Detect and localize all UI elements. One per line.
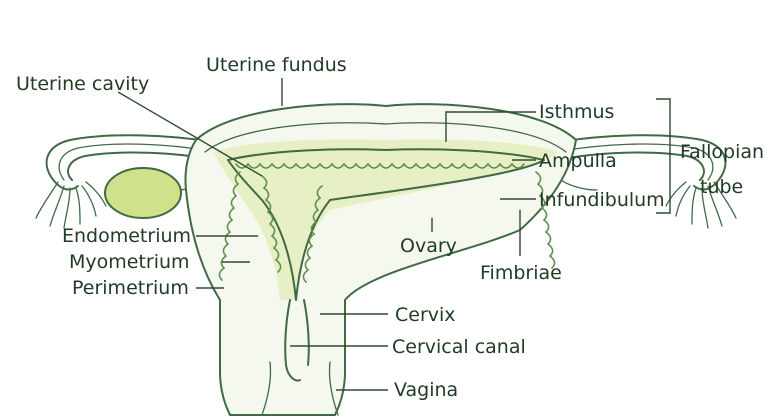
- label-uterine-fundus: Uterine fundus: [206, 54, 347, 76]
- label-fimbriae: Fimbriae: [480, 262, 562, 284]
- label-perimetrium: Perimetrium: [72, 277, 189, 299]
- left-fimbriae: [35, 181, 107, 229]
- left-ovary: [104, 167, 215, 219]
- label-uterine-cavity: Uterine cavity: [16, 73, 149, 95]
- label-infundibulum: Infundibulum: [539, 189, 665, 211]
- leader-lines: [117, 78, 671, 391]
- label-myometrium: Myometrium: [69, 251, 190, 273]
- label-fallopian-tube-line2: tube: [700, 176, 743, 198]
- label-cervical-canal: Cervical canal: [392, 336, 526, 358]
- label-isthmus: Isthmus: [539, 101, 614, 123]
- right-fimbriae: [665, 181, 737, 229]
- label-ampulla: Ampulla: [539, 150, 617, 172]
- label-ovary: Ovary: [400, 235, 457, 257]
- uterus-body: [184, 103, 577, 416]
- label-endometrium: Endometrium: [62, 225, 191, 247]
- label-vagina: Vagina: [394, 379, 458, 401]
- label-cervix: Cervix: [395, 304, 456, 326]
- label-fallopian-tube-line1: Fallopian: [680, 141, 764, 163]
